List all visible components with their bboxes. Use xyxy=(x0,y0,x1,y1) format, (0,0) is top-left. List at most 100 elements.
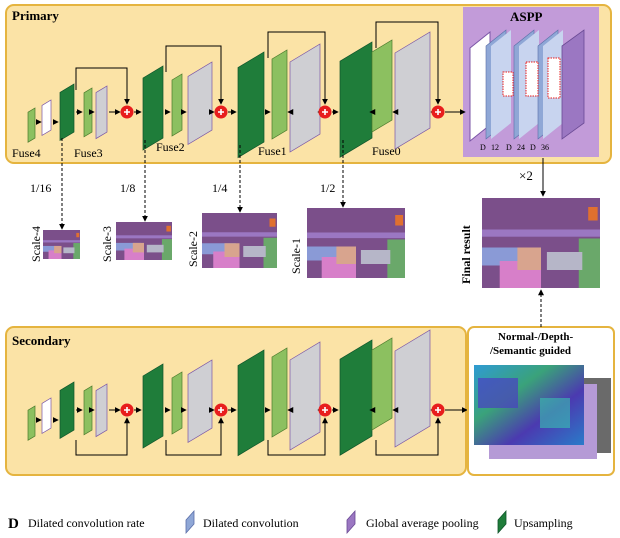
seg-region-orange xyxy=(588,207,598,221)
ratio-1-8: 1/8 xyxy=(120,181,135,195)
ratio-1-2: 1/2 xyxy=(320,181,335,195)
primary-panel: Primary ASPP D 12 D 24 D xyxy=(5,4,612,164)
scale3-map xyxy=(116,222,172,260)
seg-region-orange xyxy=(269,218,276,227)
ratio-1-4: 1/4 xyxy=(212,181,227,195)
primary-stage2-skip xyxy=(165,45,224,105)
seg-region-gray xyxy=(243,246,266,257)
guide-maps xyxy=(474,365,611,459)
primary-fuse4-green xyxy=(27,107,36,143)
aspp-title: ASPP xyxy=(510,9,543,24)
final-segmentation-map xyxy=(482,198,600,288)
final-map-image xyxy=(482,198,600,288)
primary-stage1-add xyxy=(120,105,134,119)
seg-region-blue xyxy=(43,245,60,252)
seg-region-green xyxy=(161,239,172,260)
seg-region-gray xyxy=(146,244,164,253)
guide-label-line1: Normal-/Depth- xyxy=(498,331,573,343)
final-result-label: Final result xyxy=(459,225,473,284)
legend: D Dilated convolution rate Dilated convo… xyxy=(8,509,573,535)
plus-icon xyxy=(322,407,328,413)
upsample-factor: ×2 xyxy=(519,168,533,183)
seg-region-gray xyxy=(63,247,75,254)
seg-region-green xyxy=(263,237,277,268)
aspp-rate-d1: D xyxy=(480,143,486,152)
fuse3-label: Fuse3 xyxy=(74,146,103,160)
secondary-stage4-conv-gray xyxy=(394,329,431,448)
primary-stage2-conv-gray xyxy=(187,61,213,146)
seg-region-blue xyxy=(116,242,142,251)
primary-stage3-conv-green xyxy=(271,49,288,140)
secondary-stage3-conv-gray xyxy=(289,341,321,451)
seg-region-blue xyxy=(202,243,236,255)
secondary-stage3-add xyxy=(318,403,332,417)
ratio-1-16: 1/16 xyxy=(30,181,51,195)
fuse4-label: Fuse4 xyxy=(12,146,41,160)
green-slab-icon xyxy=(497,509,507,535)
plus-icon xyxy=(435,407,441,413)
scale1-label: Scale-1 xyxy=(289,238,303,274)
seg-region-pink xyxy=(48,250,62,259)
primary-blocks xyxy=(27,21,466,159)
secondary-stage4-add xyxy=(431,403,445,417)
legend-dilated-rate-label: Dilated convolution rate xyxy=(28,516,145,530)
seg-region-green xyxy=(387,239,405,278)
plus-icon xyxy=(218,407,224,413)
secondary-fuse4-green xyxy=(27,405,36,441)
seg-region-wall xyxy=(116,235,172,239)
secondary-stage2-conv-gray xyxy=(187,359,213,444)
guide-normal-region2 xyxy=(540,398,570,428)
secondary-stage1-add xyxy=(120,403,134,417)
secondary-stage3-upsample xyxy=(237,349,265,457)
purple-slab-icon xyxy=(346,509,356,535)
primary-stage3-upsample xyxy=(237,51,265,159)
fuse2-label: Fuse2 xyxy=(156,140,185,154)
plus-icon xyxy=(218,109,224,115)
seg-region-skin xyxy=(336,246,356,264)
secondary-stage1-conv-gray xyxy=(95,383,108,438)
primary-stage3-skip xyxy=(267,31,328,105)
fuse1-label: Fuse1 xyxy=(258,144,287,158)
seg-region-wall xyxy=(307,232,405,239)
secondary-blocks xyxy=(27,329,468,457)
primary-fuse4-white xyxy=(41,99,52,137)
scale2-label: Scale-2 xyxy=(186,231,200,267)
secondary-stage2-upsample xyxy=(142,363,164,449)
secondary-fuse4-white xyxy=(41,397,52,435)
aspp-rate-12: 12 xyxy=(491,143,499,152)
aspp-rate-24: 24 xyxy=(517,143,525,152)
scale4-label: Scale-4 xyxy=(29,226,43,262)
scale4-map xyxy=(43,230,80,259)
guide-normal-region xyxy=(478,378,518,408)
scale1-map xyxy=(307,208,405,278)
legend-dilated-conv-label: Dilated convolution xyxy=(203,516,299,530)
seg-region-green xyxy=(578,238,600,288)
seg-region-skin xyxy=(517,247,541,270)
primary-stage4-conv-gray xyxy=(394,31,431,150)
legend-d-symbol: D xyxy=(8,516,19,532)
primary-stage2-conv-green xyxy=(171,73,183,137)
plus-icon xyxy=(124,407,130,413)
aspp-module: ASPP D 12 D 24 D 36 xyxy=(463,7,599,157)
seg-region-orange xyxy=(76,232,80,238)
secondary-stage2-skip xyxy=(165,417,224,456)
blue-slab-icon xyxy=(185,509,195,535)
secondary-stage1-conv-green xyxy=(83,385,93,436)
legend-upsampling-label: Upsampling xyxy=(514,516,573,530)
plus-icon xyxy=(124,109,130,115)
secondary-stage4-skip xyxy=(375,417,441,456)
secondary-stage1-skip xyxy=(75,417,130,456)
secondary-stage1-upsample xyxy=(59,381,75,440)
primary-stage4-conv-green xyxy=(371,39,393,133)
seg-region-gray xyxy=(360,250,391,264)
scale2-map xyxy=(202,213,277,268)
secondary-title: Secondary xyxy=(12,333,71,348)
aspp-rate-36: 36 xyxy=(541,143,549,152)
seg-region-gray xyxy=(546,252,583,270)
connectors xyxy=(59,138,546,327)
secondary-stage2-add xyxy=(214,403,228,417)
primary-stage2-upsample xyxy=(142,65,164,151)
primary-stage4-add xyxy=(431,105,445,119)
primary-stage4-upsample xyxy=(339,41,373,158)
